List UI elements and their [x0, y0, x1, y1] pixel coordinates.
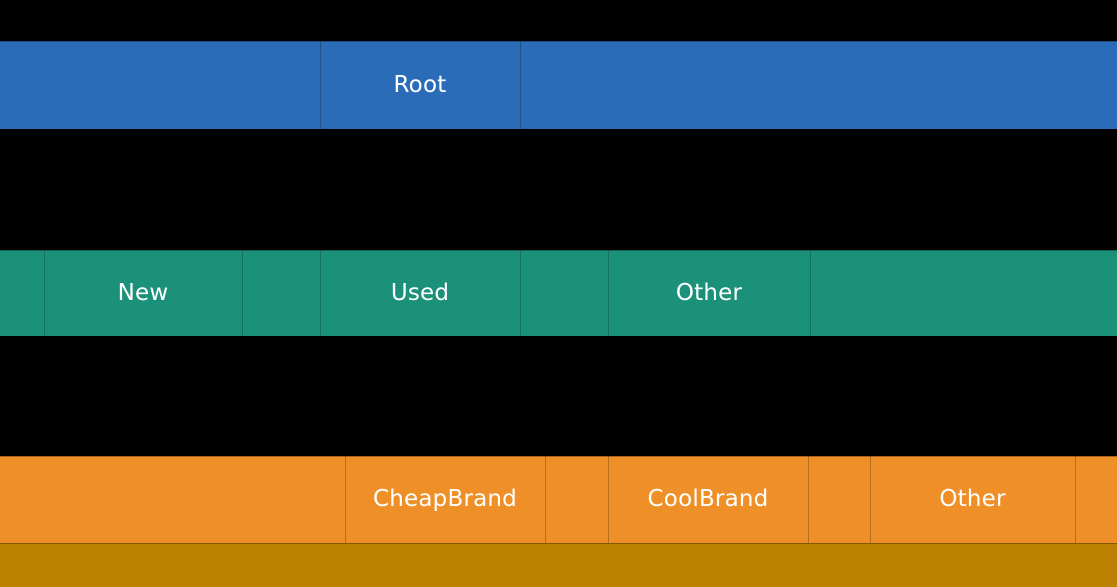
leaf-level: [0, 543, 1117, 587]
node-label: Used: [390, 279, 450, 306]
node-unlabeled-2-0[interactable]: [0, 456, 345, 543]
node-label: New: [117, 279, 169, 306]
node-unlabeled-0-0[interactable]: [0, 41, 320, 129]
node-unlabeled-2-4[interactable]: [808, 456, 870, 543]
node-other[interactable]: Other: [870, 456, 1075, 543]
node-label: Other: [675, 279, 743, 306]
node-unlabeled-1-0[interactable]: [0, 250, 44, 336]
category-level: New Used Other: [0, 250, 1117, 336]
node-new[interactable]: New: [44, 250, 242, 336]
node-unlabeled-0-2[interactable]: [520, 41, 1117, 129]
node-label: CoolBrand: [647, 486, 769, 512]
node-unlabeled-1-6[interactable]: [810, 250, 1117, 336]
node-unlabeled-1-2[interactable]: [242, 250, 320, 336]
node-other[interactable]: Other: [608, 250, 810, 336]
node-unlabeled-1-4[interactable]: [520, 250, 608, 336]
node-used[interactable]: Used: [320, 250, 520, 336]
node-unlabeled-2-2[interactable]: [545, 456, 608, 543]
node-cheapbrand[interactable]: CheapBrand: [345, 456, 545, 543]
brand-level: CheapBrand CoolBrand Other: [0, 456, 1117, 543]
node-label: Root: [393, 71, 447, 98]
node-unlabeled-3-0[interactable]: [0, 543, 1117, 587]
node-label: CheapBrand: [373, 486, 517, 512]
node-coolbrand[interactable]: CoolBrand: [608, 456, 808, 543]
node-root[interactable]: Root: [320, 41, 520, 129]
root-level: Root: [0, 41, 1117, 129]
node-unlabeled-2-6[interactable]: [1075, 456, 1117, 543]
node-label: Other: [939, 486, 1006, 512]
